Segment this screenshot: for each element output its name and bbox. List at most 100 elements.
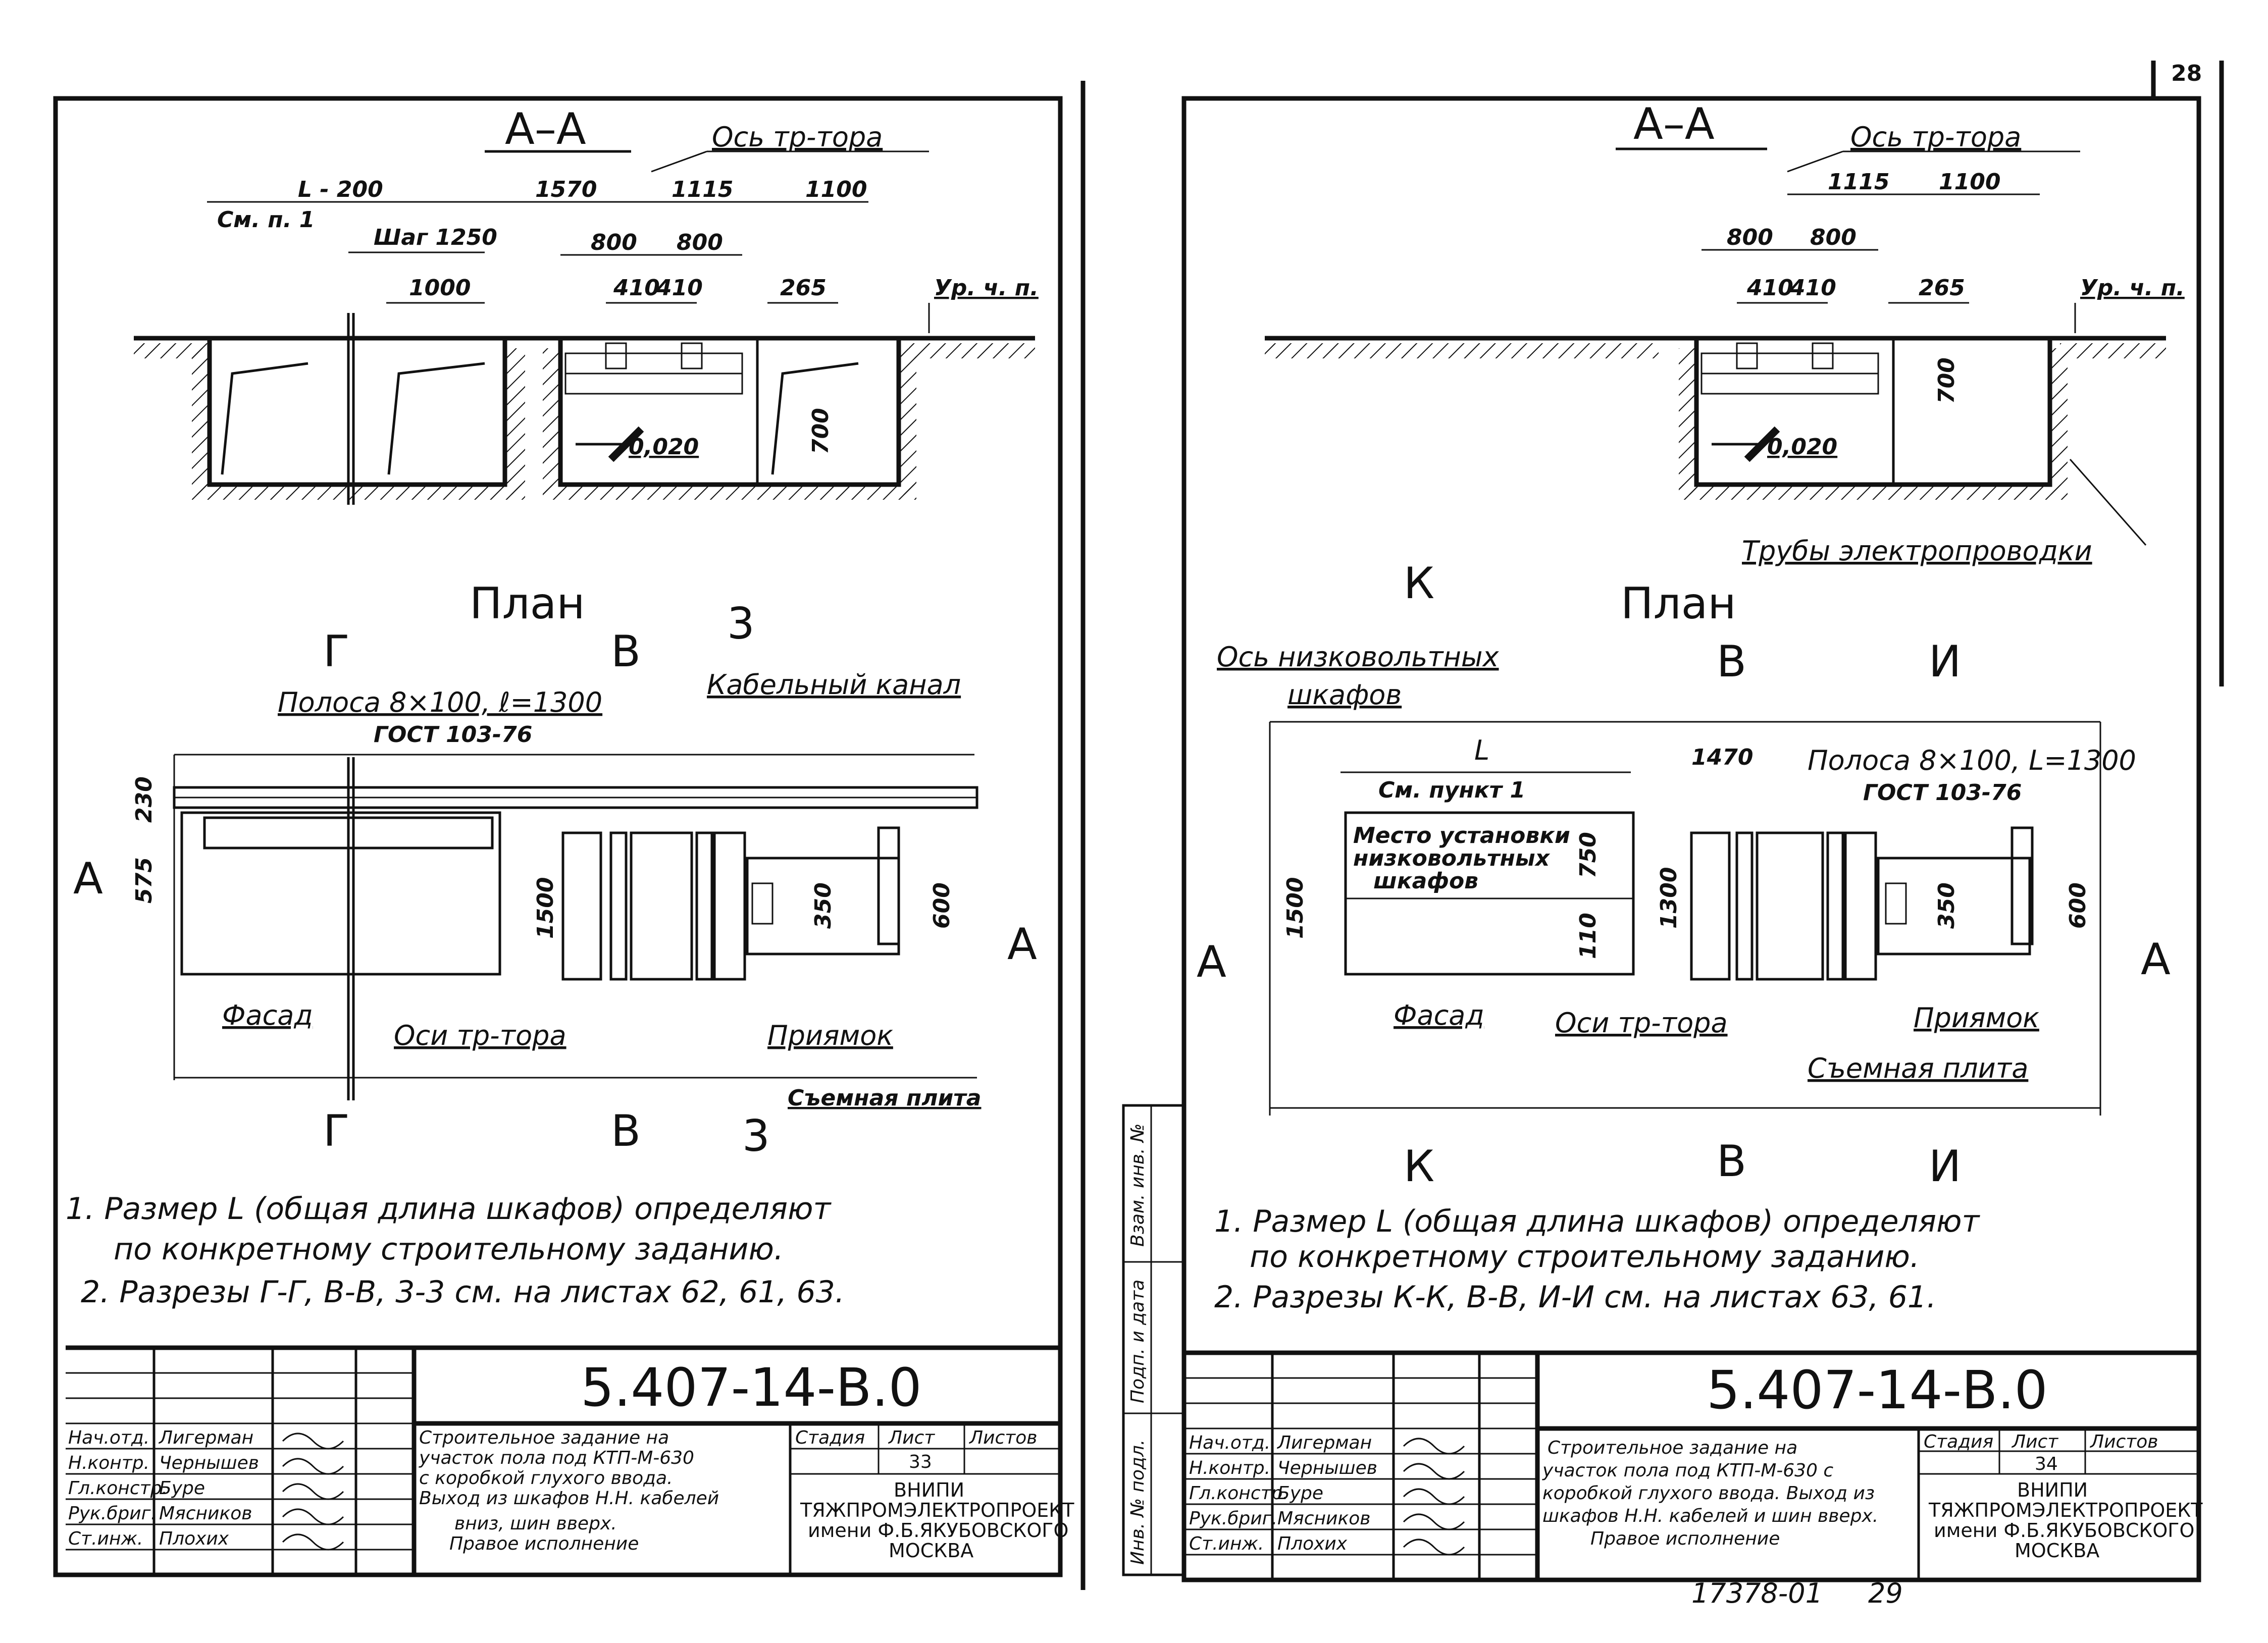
- left-facade: Фасад: [222, 999, 313, 1031]
- left-strip: Полоса 8×100, ℓ=1300: [278, 686, 602, 718]
- right-lv-axis-1: Ось низковольтных: [1217, 641, 1500, 673]
- right-name-4: Мясников: [1277, 1508, 1370, 1529]
- right-sheet-header: Лист: [2011, 1432, 2058, 1452]
- right-dim-1300: 1300: [1656, 867, 1682, 929]
- left-doc-code: 5.407-14-В.0: [581, 1357, 922, 1418]
- right-cut-v-bottom: В: [1717, 1136, 1746, 1187]
- right-facade: Фасад: [1394, 999, 1484, 1031]
- right-axis-leader: [1787, 150, 1843, 173]
- left-title-block: [66, 1345, 1060, 1575]
- right-org-1: ВНИПИ: [2017, 1479, 2088, 1501]
- right-lv-place-3: шкафов: [1373, 868, 1478, 894]
- left-org-4: МОСКВА: [889, 1540, 973, 1562]
- left-slope: 0,020: [629, 434, 699, 460]
- left-role-3: Гл.констр.: [68, 1478, 168, 1499]
- left-note-1: 1. Размер L (общая длина шкафов) определ…: [66, 1191, 832, 1227]
- right-dim-410b: 410: [1789, 275, 1836, 301]
- right-pipes-leader: [2069, 459, 2147, 546]
- left-org-2: ТЯЖПРОМЭЛЕКТРОПРОЕКТ: [800, 1499, 1074, 1521]
- right-sheet-value: 34: [2035, 1454, 2058, 1474]
- left-dim-600: 600: [929, 882, 955, 929]
- left-dim-700: 700: [808, 408, 834, 454]
- left-name-4: Мясников: [159, 1503, 252, 1524]
- left-note-2: 2. Разрезы Г-Г, В-В, 3-3 см. на листах 6…: [81, 1275, 845, 1310]
- right-stage-header: Стадия: [1924, 1432, 1993, 1452]
- left-sheet: А–А Ось тр-тора L - 200 1570 1115 1100 С…: [53, 96, 1074, 1577]
- right-sheet-frame: [1181, 96, 2201, 1582]
- right-sheets-header: Листов: [2089, 1432, 2158, 1452]
- left-sheet-frame: [53, 96, 1063, 1577]
- left-name-1: Лигерман: [158, 1427, 253, 1448]
- left-role-5: Ст.инж.: [68, 1528, 143, 1549]
- left-dim-l200: L - 200: [298, 177, 383, 202]
- right-cut-i-top: И: [1929, 637, 1961, 687]
- left-cut-g-top: Г: [323, 626, 349, 677]
- left-name-5: Плохих: [159, 1528, 229, 1549]
- right-side-stamp: [1122, 1104, 1185, 1576]
- right-cut-a-left: А: [1197, 937, 1226, 987]
- left-removable-plate: Съемная плита: [788, 1085, 981, 1111]
- right-dim-1100: 1100: [1939, 169, 2000, 195]
- right-strip: Полоса 8×100, L=1300: [1808, 745, 2136, 776]
- right-role-3: Гл.констр.: [1189, 1483, 1288, 1504]
- left-cable-channel: Кабельный канал: [707, 669, 961, 701]
- right-pipes: Трубы электропроводки: [1742, 535, 2092, 567]
- left-step: Шаг 1250: [374, 225, 497, 250]
- right-role-5: Ст.инж.: [1189, 1533, 1264, 1554]
- right-dim-L: L: [1474, 734, 1489, 766]
- right-removable-plate: Съемная плита: [1808, 1052, 2028, 1084]
- left-dim-230: 230: [131, 776, 157, 823]
- left-dim-1570: 1570: [535, 177, 597, 202]
- right-slope: 0,020: [1767, 434, 1837, 460]
- right-plan-drawing: [1269, 721, 2101, 1116]
- right-name-5: Плохих: [1277, 1533, 1348, 1554]
- right-desc-4: шкафов Н.Н. кабелей и шин вверх.: [1542, 1506, 1878, 1526]
- left-dim-800a: 800: [591, 230, 637, 255]
- right-org-3: имени Ф.Б.ЯКУБОВСКОГО: [1934, 1519, 2194, 1542]
- right-role-4: Рук.бриг.: [1189, 1508, 1277, 1529]
- right-role-1: Нач.отд.: [1189, 1433, 1270, 1453]
- left-sheets-header: Листов: [968, 1427, 1037, 1448]
- left-name-3: Буре: [159, 1478, 205, 1499]
- left-desc-1: Строительное задание на: [419, 1427, 669, 1448]
- left-cut-v-top: В: [611, 626, 641, 677]
- right-cut-v-top: В: [1717, 637, 1746, 687]
- left-dim-1100: 1100: [805, 177, 867, 202]
- right-dim-1500: 1500: [1282, 877, 1308, 939]
- left-cut-3-bottom: 3: [742, 1111, 770, 1161]
- right-dim-410a: 410: [1746, 275, 1793, 301]
- right-dim-110: 110: [1575, 913, 1601, 959]
- left-dim-800b: 800: [677, 230, 723, 255]
- right-lv-axis-2: шкафов: [1287, 679, 1402, 711]
- right-org-4: МОСКВА: [2015, 1540, 2099, 1562]
- right-cut-k-bottom: К: [1404, 1141, 1434, 1192]
- right-dim-700: 700: [1934, 357, 1960, 404]
- footer-code: 17378-01: [1691, 1577, 1823, 1609]
- left-dim-1500: 1500: [533, 877, 558, 939]
- right-dim-600: 600: [2065, 882, 2091, 929]
- right-desc-1: Строительное задание на: [1548, 1438, 1797, 1458]
- right-name-3: Буре: [1277, 1483, 1323, 1504]
- left-axis-leader: [651, 150, 707, 173]
- right-dim-1470: 1470: [1691, 745, 1753, 770]
- right-cut-a-right: А: [2141, 934, 2171, 985]
- left-ref-note: См. п. 1: [217, 207, 315, 233]
- left-desc-6: Правое исполнение: [449, 1533, 639, 1554]
- footer-page: 29: [1868, 1577, 1903, 1609]
- right-role-2: Н.контр.: [1189, 1458, 1270, 1478]
- left-role-1: Нач.отд.: [68, 1427, 149, 1448]
- left-dim-410a: 410: [613, 275, 660, 301]
- right-dim-800b: 800: [1810, 225, 1857, 250]
- left-role-4: Рук.бриг.: [68, 1503, 157, 1524]
- left-org-3: имени Ф.Б.ЯКУБОВСКОГО: [808, 1519, 1068, 1542]
- left-desc-2: участок пола под КТП-М-630: [419, 1448, 694, 1468]
- right-desc-3: коробкой глухого ввода. Выход из: [1542, 1483, 1875, 1504]
- right-cut-k-top: К: [1404, 558, 1434, 609]
- right-desc-2: участок пола под КТП-М-630 с: [1542, 1460, 1833, 1481]
- right-floor-level: Ур. ч. п.: [2080, 275, 2185, 301]
- left-dim-410b: 410: [656, 275, 703, 301]
- left-axis-label: Ось тр-тора: [712, 121, 883, 153]
- right-name-2: Чернышев: [1277, 1458, 1377, 1478]
- left-cut-v-bottom: В: [611, 1106, 641, 1156]
